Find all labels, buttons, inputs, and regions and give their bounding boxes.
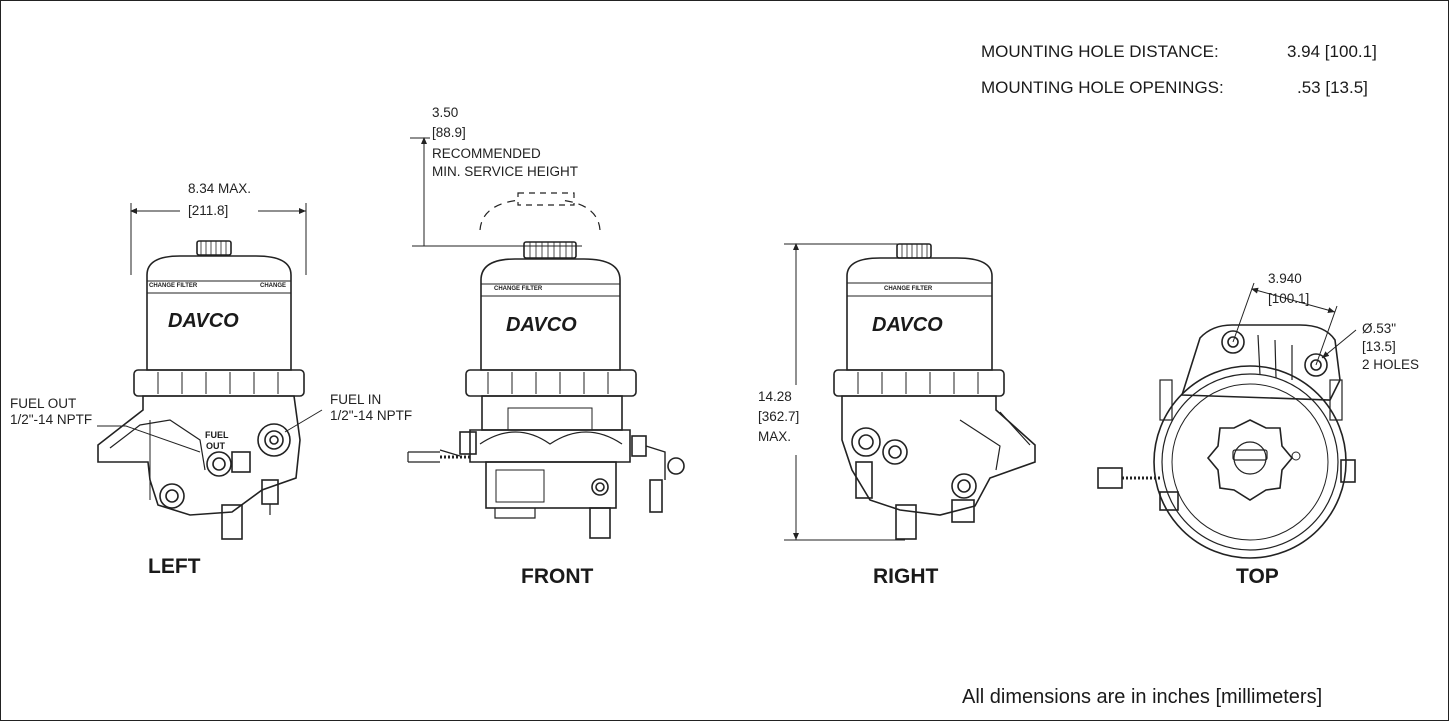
right-view-caption: RIGHT [873,565,939,588]
hole-distance-dim: 3.940 [1268,271,1302,286]
hole-diameter-dim: Ø.53" [1362,321,1397,336]
top-view-drawing [1097,282,1357,559]
front-view-drawing [407,137,685,539]
service-dim: 3.50 [432,105,459,120]
fuel-in-thread: 1/2"-14 NPTF [330,408,413,423]
service-note-2: MIN. SERVICE HEIGHT [432,164,579,179]
hole-diameter-dim-mm: [13.5] [1362,339,1396,354]
left-brand-logo: DAVCO [168,310,239,332]
height-dim-max: MAX. [758,429,792,444]
fuel-in-label: FUEL IN [330,392,382,407]
right-view-drawing [784,243,1036,541]
top-view-caption: TOP [1236,565,1279,588]
footer-note: All dimensions are in inches [millimeter… [962,686,1323,708]
height-dim: 14.28 [758,389,792,404]
port-label-fuel: FUEL [205,430,229,440]
left-band-text-right: CHANGE [260,283,287,289]
port-label-out: OUT [206,441,225,451]
mount-distance-label: MOUNTING HOLE DISTANCE: [981,42,1219,61]
front-brand-logo: DAVCO [506,314,577,336]
service-note-1: RECOMMENDED [432,146,541,161]
front-band-text: CHANGE FILTER [494,286,543,292]
service-dim-mm: [88.9] [432,125,466,140]
mount-openings-label: MOUNTING HOLE OPENINGS: [981,78,1224,97]
left-width-dim: 8.34 MAX. [188,181,252,196]
fuel-out-label: FUEL OUT [10,396,77,411]
left-view-drawing [97,203,323,540]
height-dim-mm: [362.7] [758,409,800,424]
left-band-text: CHANGE FILTER [149,283,198,289]
hole-count: 2 HOLES [1362,357,1420,372]
left-width-dim-mm: [211.8] [188,203,229,218]
left-view-caption: LEFT [148,555,201,578]
front-view-caption: FRONT [521,565,594,588]
hole-distance-dim-mm: [100.1] [1268,291,1310,306]
right-brand-logo: DAVCO [872,314,943,336]
mount-openings-value: .53 [13.5] [1297,78,1368,97]
fuel-out-thread: 1/2"-14 NPTF [10,412,93,427]
right-band-text: CHANGE FILTER [884,286,933,292]
mount-distance-value: 3.94 [100.1] [1287,42,1377,61]
